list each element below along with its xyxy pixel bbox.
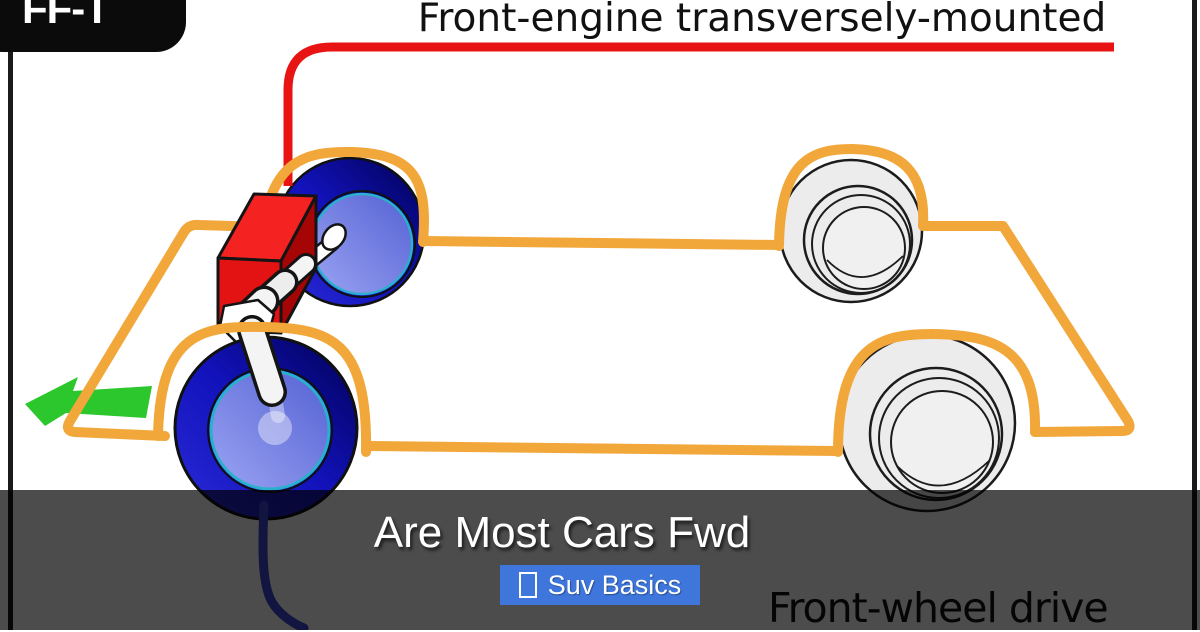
rear-wheel-near [837, 333, 1017, 513]
topic-button[interactable]: Suv Basics [500, 565, 700, 605]
driveshaft-lower [237, 315, 287, 407]
direction-arrow [25, 377, 152, 426]
fft-badge-label: FF-T [22, 0, 110, 32]
engine-leader-line [283, 42, 1114, 186]
rear-wheel-far [778, 158, 924, 304]
page-title: Are Most Cars Fwd [373, 508, 751, 557]
canvas-border-right [1192, 0, 1197, 630]
caption-overlay [0, 490, 1200, 630]
fft-badge: FF-T [0, 0, 186, 52]
placeholder-box-icon [518, 572, 537, 598]
topic-button-label: Suv Basics [547, 569, 682, 600]
wheel-arch-front-far [257, 146, 429, 248]
top-diagram-label: Front-engine transversely-mounted [417, 0, 1107, 41]
car-body-outline [62, 219, 1135, 456]
canvas-border-left [8, 0, 13, 630]
front-wheel-near [173, 335, 359, 521]
wheel-arches [153, 143, 1041, 457]
